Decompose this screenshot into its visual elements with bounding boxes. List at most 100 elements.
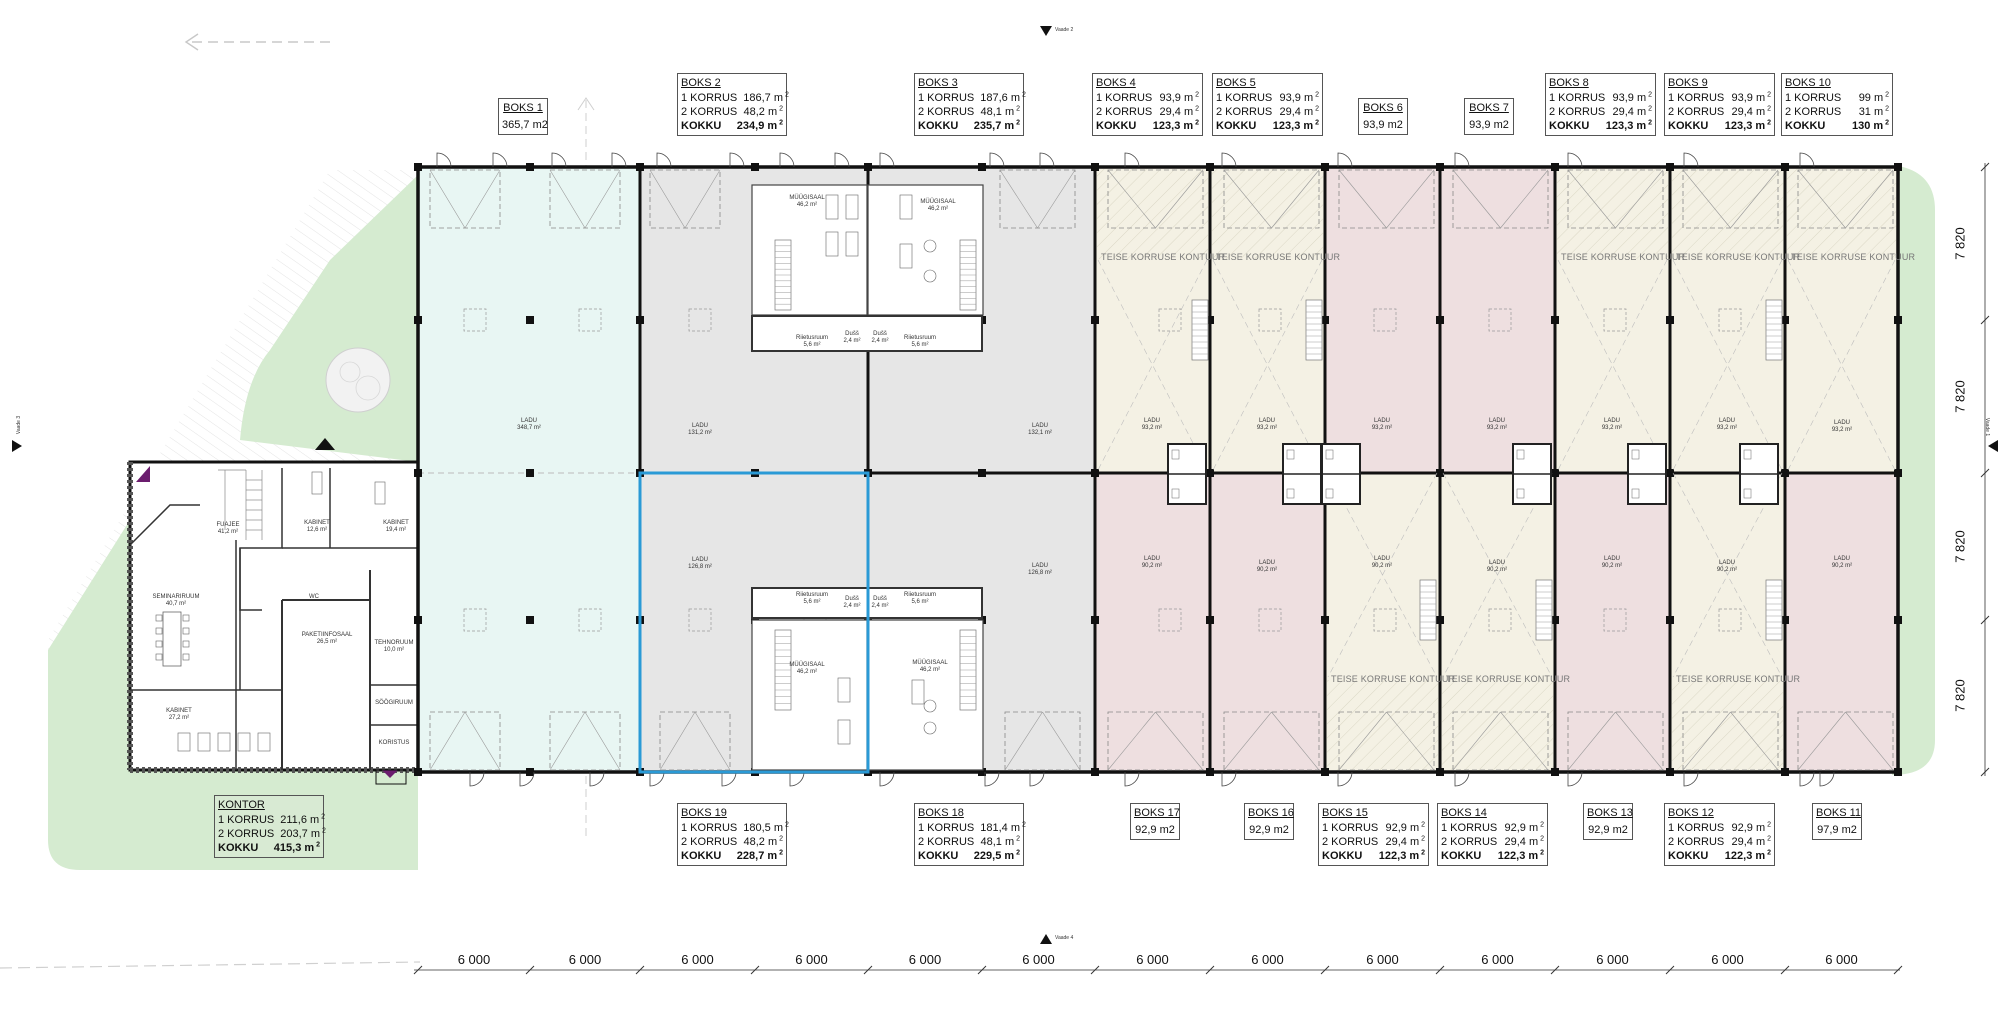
area-row-label: 2 KORRUS [1549, 106, 1606, 118]
area-row-label: 1 KORRUS [1668, 822, 1725, 834]
area-row-value: 31 m [1858, 106, 1884, 118]
area-box-value: 92,9 m2 [1135, 824, 1175, 836]
area-row-label: 2 KORRUS [1785, 106, 1842, 118]
dimension-lines [413, 162, 1990, 975]
dimension-label: 6 000 [1022, 952, 1055, 967]
area-row-label: 2 KORRUS [918, 836, 975, 848]
highlighted-unit-boks19 [638, 471, 870, 774]
area-row-label: KOKKU [681, 120, 722, 132]
area-row-unit-exponent: 2 [1538, 835, 1544, 843]
area-row-value: 203,7 m [280, 828, 320, 840]
green-area-bottom [48, 520, 418, 870]
area-row-label: 1 KORRUS [1549, 92, 1606, 104]
dimension-label: 6 000 [908, 952, 942, 967]
area-row-label: 2 KORRUS [1322, 836, 1379, 848]
area-row-unit-exponent: 2 [1883, 119, 1889, 127]
area-row-value: 93,9 m [1731, 92, 1766, 104]
room-label: SÖÖGIRUUM [375, 700, 413, 706]
area-row-unit-exponent: 2 [1020, 91, 1026, 99]
area-row-unit-exponent: 2 [1313, 119, 1319, 127]
area-row-value: 29,4 m [1159, 106, 1194, 118]
area-row-unit-exponent: 2 [314, 841, 320, 849]
view-label-bottom: Vaade 4 [1055, 935, 1074, 941]
area-row-label: 2 KORRUS [1441, 836, 1498, 848]
area-box-title: BOKS 11 [1816, 807, 1862, 819]
area-row-label: 1 KORRUS [1785, 92, 1842, 104]
area-row-unit-exponent: 2 [1014, 849, 1020, 857]
area-box-title: BOKS 1 [503, 102, 543, 114]
area-box-value: 92,9 m2 [1588, 824, 1628, 836]
area-row-label: 1 KORRUS [1216, 92, 1273, 104]
room-label: KORISTUS [378, 740, 410, 746]
contour-label: TEISE KORRUSE KONTUUR [1216, 252, 1341, 262]
area-row-unit-exponent: 2 [783, 821, 789, 829]
dimension-label-vertical: 7 820 [1952, 679, 1968, 712]
area-row-unit-exponent: 2 [1883, 105, 1889, 113]
area-row-value: 181,4 m [980, 822, 1020, 834]
area-row-unit-exponent: 2 [1419, 821, 1425, 829]
area-box-title: BOKS 14 [1441, 807, 1487, 819]
area-row-label: 1 KORRUS [1322, 822, 1379, 834]
dimension-label: 6 000 [1711, 952, 1744, 967]
area-row-label: 2 KORRUS [1668, 836, 1725, 848]
area-row-value: 48,2 m [743, 836, 778, 848]
dimension-label-vertical: 7 820 [1952, 226, 1968, 260]
view-marker-left-icon [12, 440, 22, 452]
area-row-label: 2 KORRUS [681, 836, 738, 848]
area-row-value: 29,4 m [1731, 836, 1766, 848]
area-row-unit-exponent: 2 [783, 91, 789, 99]
area-row-value: 29,4 m [1504, 836, 1539, 848]
area-row-unit-exponent: 2 [1193, 119, 1199, 127]
area-row-value: 122,3 m [1378, 850, 1420, 862]
contour-label: TEISE KORRUSE KONTUUR [1101, 252, 1226, 262]
area-row-value: 93,9 m [1612, 92, 1647, 104]
room-label: WC [309, 594, 319, 600]
view-marker-top-icon [1040, 26, 1052, 36]
area-row-label: KOKKU [1322, 850, 1363, 862]
area-row-value: 123,3 m [1724, 120, 1766, 132]
area-row-label: KOKKU [1216, 120, 1257, 132]
area-row-unit-exponent: 2 [1765, 105, 1771, 113]
area-row-unit-exponent: 2 [1646, 91, 1652, 99]
office-block [127, 438, 420, 785]
area-box-title: BOKS 12 [1668, 807, 1714, 819]
area-row-label: 1 KORRUS [681, 822, 738, 834]
dimension-label: 6 000 [1481, 952, 1514, 967]
area-row-label: 2 KORRUS [1668, 106, 1725, 118]
area-row-value: 235,7 m [973, 120, 1015, 132]
area-box-value: 93,9 m2 [1363, 119, 1403, 131]
area-row-label: 2 KORRUS [1216, 106, 1273, 118]
area-row-value: 123,3 m [1272, 120, 1314, 132]
area-row-label: KOKKU [681, 850, 722, 862]
contour-label: TEISE KORRUSE KONTUUR [1561, 252, 1686, 262]
area-row-value: 122,3 m [1497, 850, 1539, 862]
dimension-label: 6 000 [457, 952, 491, 967]
area-box-value: 92,9 m2 [1249, 824, 1289, 836]
area-row-unit-exponent: 2 [1193, 91, 1199, 99]
